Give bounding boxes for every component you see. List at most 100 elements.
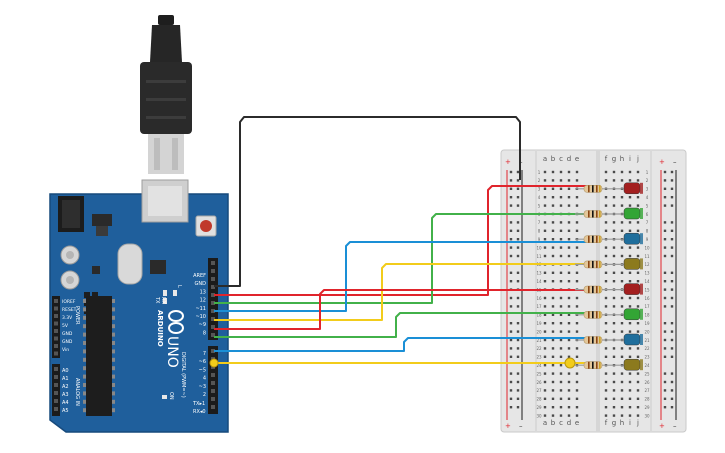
led-blue[interactable] xyxy=(612,333,643,346)
rail-minus-left-bottom: – xyxy=(519,422,523,430)
arduino-board: ARDUINO UNO TX RX L ON DIGITAL (PWM=~) P… xyxy=(49,179,229,433)
header-pin-label: 12 xyxy=(200,298,206,304)
breadboard-row-label: 17 xyxy=(644,304,650,309)
breadboard-row-label: 25 xyxy=(536,371,542,376)
led-yellow[interactable] xyxy=(612,358,643,371)
breadboard-row-label: 6 xyxy=(646,212,649,217)
power-header xyxy=(52,296,60,358)
breadboard-column-label: b xyxy=(551,419,556,427)
breadboard-row-label: 25 xyxy=(644,371,650,376)
resistor[interactable] xyxy=(575,235,612,243)
wire-pin8-green[interactable] xyxy=(214,312,592,338)
breadboard-row-label: 13 xyxy=(536,271,542,276)
wire-pin12-green[interactable] xyxy=(214,213,592,304)
breadboard-row-label: 2 xyxy=(538,178,541,183)
breadboard-row-label: 29 xyxy=(644,405,650,410)
analog-pin-label: A2 xyxy=(62,384,69,390)
resistor[interactable] xyxy=(575,185,612,193)
analog-pin-label: A4 xyxy=(62,400,69,406)
breadboard-row-label: 14 xyxy=(536,279,542,284)
breadboard-column-label: c xyxy=(559,419,563,427)
breadboard-row-label: 19 xyxy=(536,321,542,326)
rx-led xyxy=(163,298,167,304)
breadboard-row-label: 27 xyxy=(644,388,650,393)
wire-pin10-yellow[interactable] xyxy=(214,263,592,321)
power-pin-label: IOREF xyxy=(62,299,76,305)
breadboard-row-label: 18 xyxy=(536,313,542,318)
breadboard-column-label: b xyxy=(551,155,556,163)
led-red[interactable] xyxy=(612,283,643,295)
wire-endpoint-breadboard[interactable] xyxy=(564,357,576,369)
rx-label: RX xyxy=(160,297,166,304)
breadboard-column-label: e xyxy=(575,155,579,163)
breadboard-column-label: h xyxy=(620,419,624,427)
breadboard-column-label: d xyxy=(567,419,571,427)
breadboard-row-label: 16 xyxy=(536,296,542,301)
breadboard-row-label: 22 xyxy=(536,346,542,351)
header-pin-label: 7 xyxy=(203,351,206,357)
breadboard-column-label: a xyxy=(543,155,547,163)
breadboard-column-label: f xyxy=(605,155,608,163)
breadboard-column-label: d xyxy=(567,155,571,163)
header-pin-label: GND xyxy=(195,281,207,287)
breadboard-column-label: h xyxy=(620,155,624,163)
led-green[interactable] xyxy=(612,207,643,220)
wire-endpoint-pin6[interactable] xyxy=(209,358,219,368)
on-led xyxy=(162,395,167,399)
breadboard-row-label: 21 xyxy=(644,338,650,343)
leds xyxy=(612,182,643,371)
rail-plus-left-bottom: + xyxy=(505,422,511,430)
breadboard-row-label: 5 xyxy=(538,203,541,208)
power-pin-label: Vin xyxy=(62,347,69,353)
breadboard-row-label: 4 xyxy=(646,195,649,200)
breadboard-row-label: 29 xyxy=(536,405,542,410)
resistors xyxy=(575,185,612,370)
breadboard-column-label: a xyxy=(543,419,547,427)
wire-pin9-red[interactable] xyxy=(214,289,592,330)
on-label: ON xyxy=(168,392,174,400)
l-led xyxy=(173,290,177,296)
power-pin-label: RESET xyxy=(62,307,77,313)
wire-pin7-blue[interactable] xyxy=(214,337,592,352)
breadboard-row-label: 10 xyxy=(536,245,542,250)
breadboard-row-label: 12 xyxy=(644,262,650,267)
led-blue[interactable] xyxy=(612,232,643,245)
breadboard-column-label: g xyxy=(612,419,616,427)
usb-cable xyxy=(140,15,192,174)
resistor[interactable] xyxy=(575,210,612,218)
breadboard-row-label: 20 xyxy=(644,329,650,334)
breadboard-row-label: 21 xyxy=(536,338,542,343)
breadboard-row-label: 24 xyxy=(536,363,542,368)
resistor[interactable] xyxy=(575,260,612,269)
wire-pin11-blue[interactable] xyxy=(214,241,592,312)
tx-led xyxy=(163,290,167,296)
led-yellow[interactable] xyxy=(612,258,643,270)
led-red[interactable] xyxy=(612,182,643,195)
header-pin-label: 2 xyxy=(203,392,206,398)
power-pin-label: GND xyxy=(62,331,73,337)
power-pin-label: 5V xyxy=(62,323,69,329)
resistor[interactable] xyxy=(575,336,612,344)
breadboard-row-label: 9 xyxy=(646,237,649,242)
wire-pin13-red[interactable] xyxy=(214,185,592,296)
breadboard-row-label: 28 xyxy=(536,397,542,402)
breadboard-row-label: 16 xyxy=(644,296,650,301)
header-pin-label: ~5 xyxy=(199,367,206,373)
breadboard-row-label: 26 xyxy=(536,380,542,385)
breadboard-row-label: 7 xyxy=(538,220,541,225)
led-green[interactable] xyxy=(612,308,643,321)
resistor[interactable] xyxy=(575,310,612,319)
analog-pin-label: A5 xyxy=(62,408,69,414)
breadboard-row-label: 23 xyxy=(536,355,542,360)
breadboard-row-label: 15 xyxy=(644,287,650,292)
header-pin-label: ~3 xyxy=(199,384,206,390)
wire-gnd-black[interactable] xyxy=(214,116,521,287)
resistor[interactable] xyxy=(575,285,612,294)
microcontroller-chip xyxy=(86,296,112,416)
resistor[interactable] xyxy=(575,361,612,370)
txd-label: TX▸1 xyxy=(192,401,205,407)
breadboard-column-label: c xyxy=(559,155,563,163)
breadboard-row-label: 28 xyxy=(644,397,650,402)
power-label: POWER xyxy=(74,306,80,325)
